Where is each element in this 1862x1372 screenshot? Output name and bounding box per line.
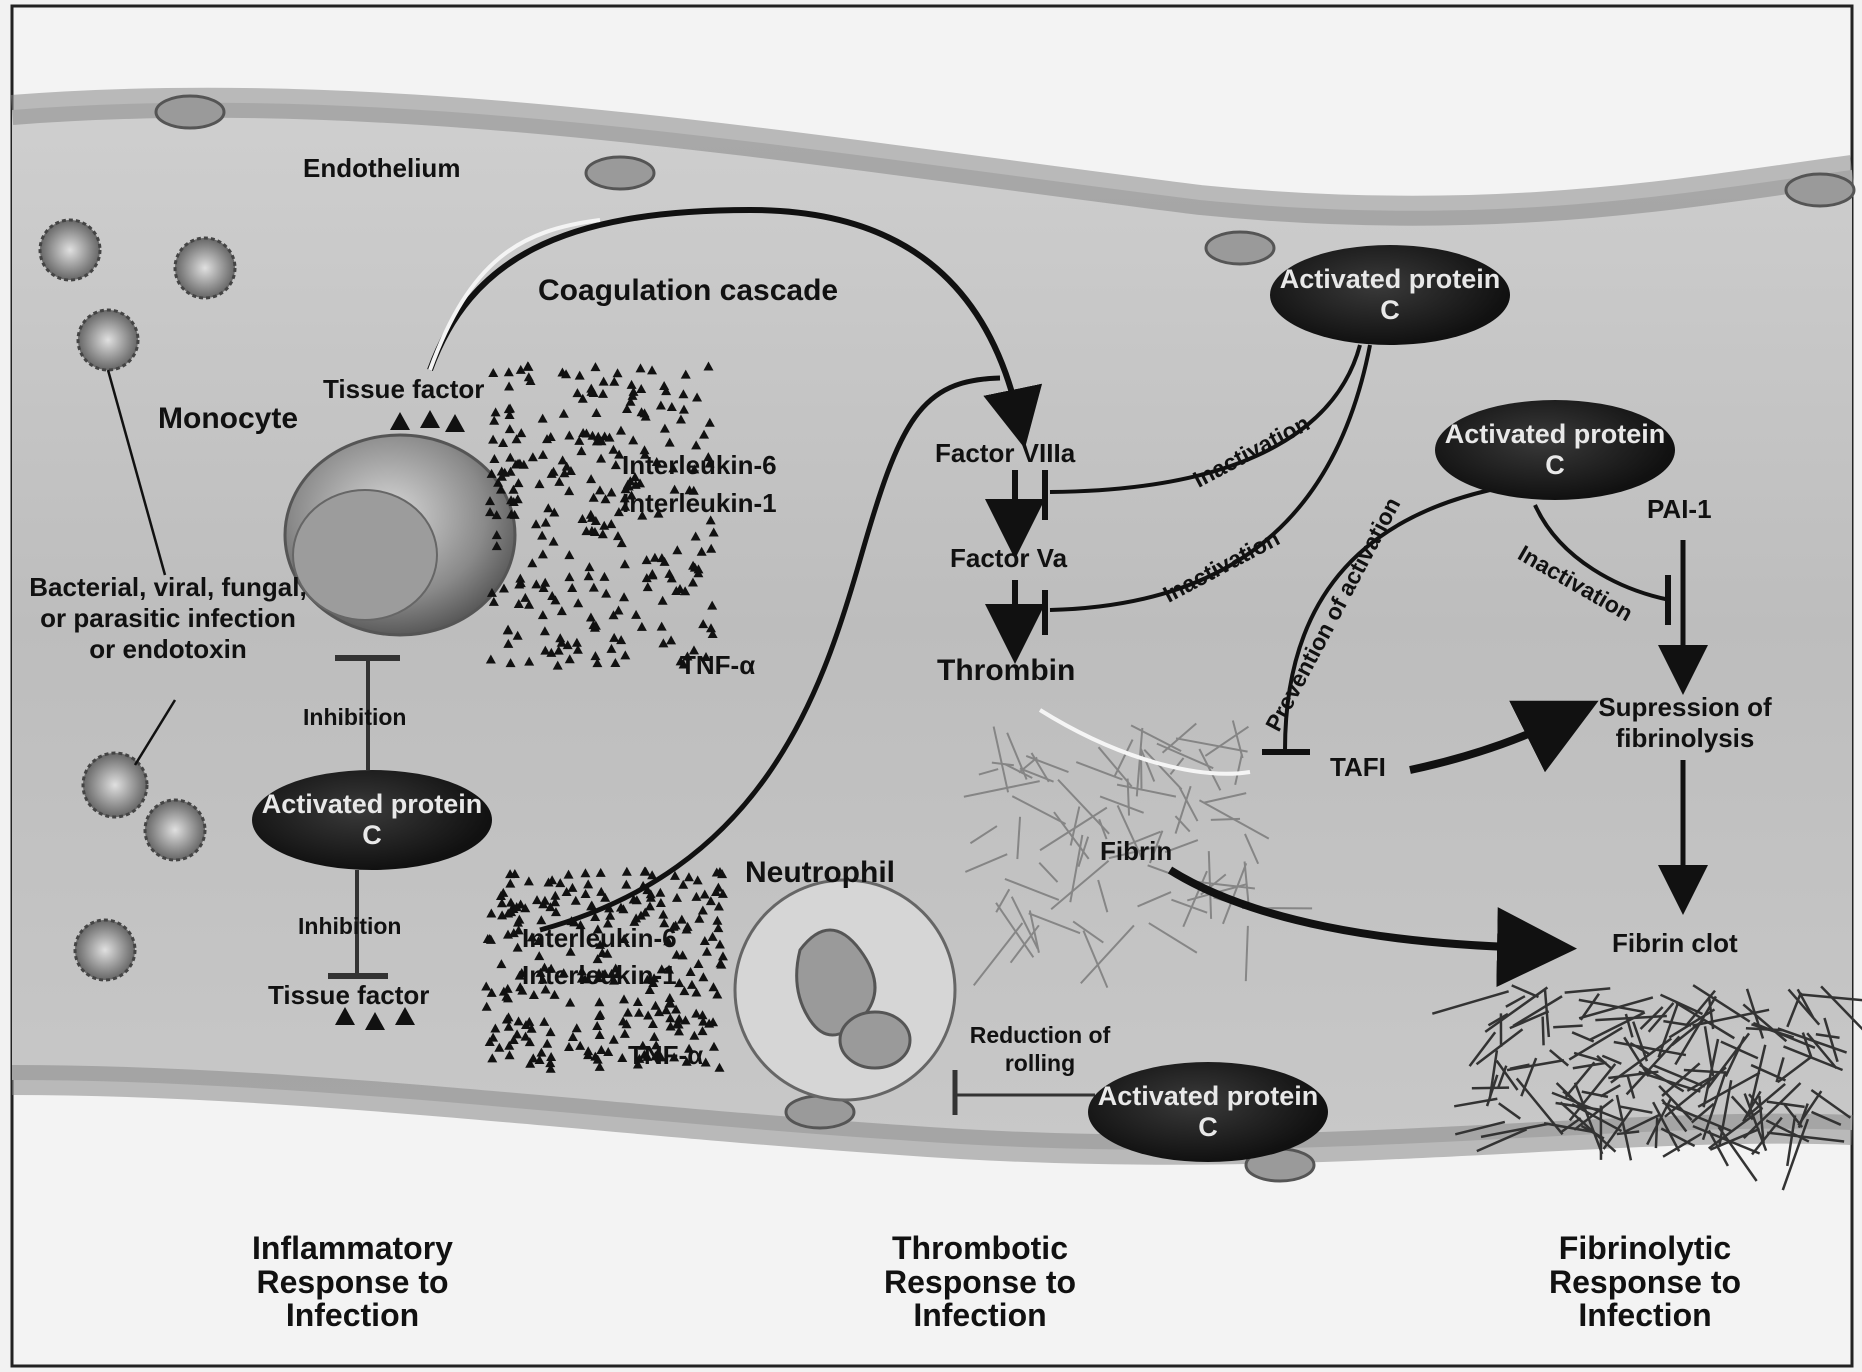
interleukin1-top-label: Interleukin-1: [622, 490, 777, 516]
interleukin1-bottom-label: Interleukin-1: [522, 962, 677, 988]
tissue-factor-top-label: Tissue factor: [323, 376, 484, 402]
inflammatory-response-caption: Inflammatory Response to Infection: [200, 1232, 505, 1333]
thrombin-label: Thrombin: [937, 656, 1075, 686]
endothelium-label: Endothelium: [303, 155, 460, 181]
monocyte-label: Monocyte: [158, 404, 298, 434]
thrombotic-response-caption: Thrombotic Response to Infection: [840, 1232, 1120, 1333]
endothelial-nucleus: [1206, 232, 1274, 264]
inhibition-top-label: Inhibition: [303, 706, 406, 729]
tnf-top-label: TNF-α: [680, 652, 755, 678]
fibrin-clot-label: Fibrin clot: [1612, 930, 1738, 956]
endothelial-nucleus: [156, 96, 224, 128]
inhibition-bottom-label: Inhibition: [298, 915, 401, 938]
reduction-of-rolling-label: Reduction of rolling: [965, 1022, 1115, 1077]
interleukin6-top-label: Interleukin-6: [622, 452, 777, 478]
activated-protein-c-top: Activated protein C: [1270, 245, 1510, 345]
activated-protein-c-right: Activated protein C: [1435, 400, 1675, 500]
tissue-factor-bottom-label: Tissue factor: [268, 982, 429, 1008]
infection-label: Bacterial, viral, fungal, or parasitic i…: [28, 572, 308, 666]
tnf-bottom-label: TNF-α: [628, 1042, 703, 1068]
tafi-label: TAFI: [1330, 754, 1386, 780]
coagulation-cascade-label: Coagulation cascade: [538, 276, 838, 306]
fibrin-label: Fibrin: [1100, 838, 1172, 864]
fibrinolytic-response-caption: Fibrinolytic Response to Infection: [1510, 1232, 1780, 1333]
endothelial-nucleus: [586, 157, 654, 189]
factor-va-label: Factor Va: [950, 545, 1067, 571]
suppression-label: Supression of fibrinolysis: [1570, 692, 1800, 754]
factor-viiia-label: Factor VIIIa: [935, 440, 1075, 466]
endothelial-nucleus: [1786, 174, 1854, 206]
pai1-label: PAI-1: [1647, 496, 1712, 522]
activated-protein-c-left: Activated protein C: [252, 770, 492, 870]
neutrophil-cell: [735, 880, 955, 1100]
activated-protein-c-bottom: Activated protein C: [1088, 1062, 1328, 1162]
interleukin6-bottom-label: Interleukin-6: [522, 925, 677, 951]
neutrophil-label: Neutrophil: [745, 858, 895, 888]
